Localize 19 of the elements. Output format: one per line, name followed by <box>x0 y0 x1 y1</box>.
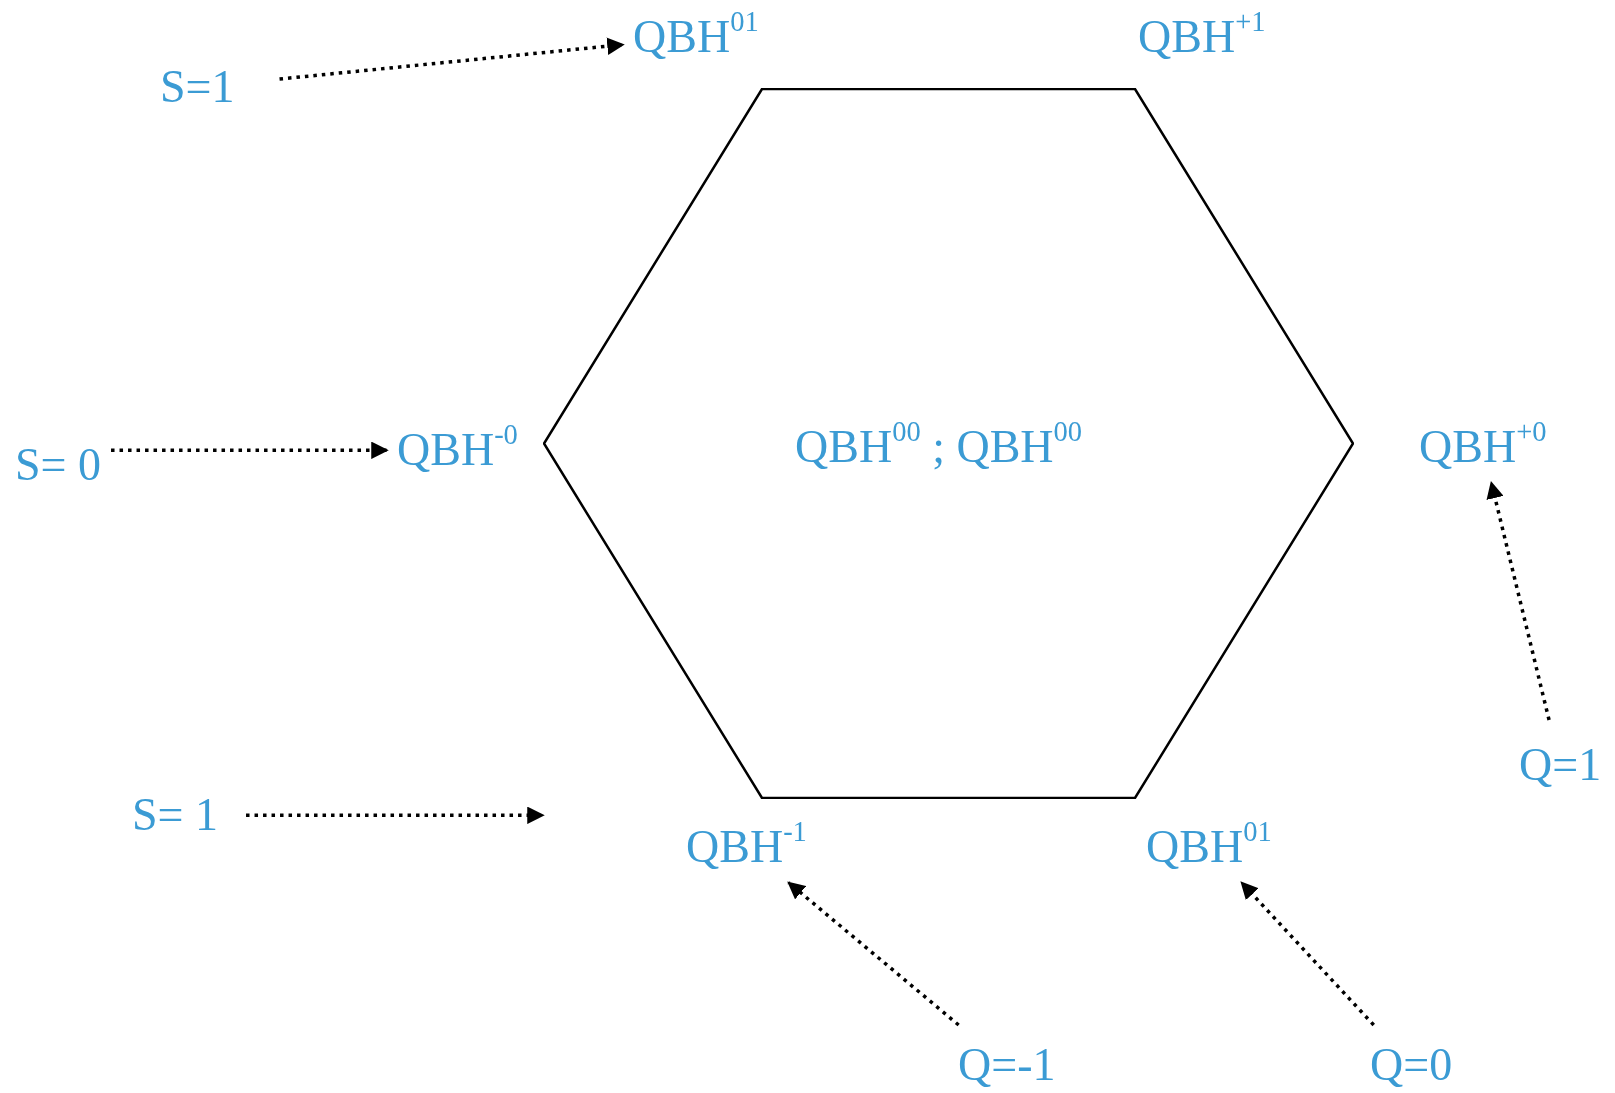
vertex-label: QBH$^{01}$ <box>633 12 759 63</box>
dotted-arrow <box>246 806 545 825</box>
dotted-arrow <box>1486 480 1551 721</box>
vertex-label: QBH$^{+0}$ <box>1419 422 1547 473</box>
quantum-number-label: Q=-1 <box>958 1040 1056 1091</box>
dotted-arrow <box>111 441 389 460</box>
vertex-label: QBH$^{-0}$ <box>397 425 518 476</box>
quantum-number-label: S= 0 <box>15 440 102 491</box>
dotted-arrow <box>787 881 960 1027</box>
quantum-number-label: Q=0 <box>1370 1040 1453 1091</box>
center-label: QBH$^{00}$ ; QBH$^{00}$ <box>795 422 1083 473</box>
dotted-arrow <box>279 37 625 81</box>
vertex-label: QBH$^{-1}$ <box>686 822 807 873</box>
vertex-label: QBH$^{+1}$ <box>1138 12 1266 63</box>
quantum-number-label: S= 1 <box>132 790 219 841</box>
dotted-arrow <box>1240 881 1375 1027</box>
quantum-number-label: S=1 <box>160 62 235 113</box>
vertex-label: QBH$^{01}$ <box>1146 822 1272 873</box>
quantum-number-label: Q=1 <box>1519 740 1602 791</box>
